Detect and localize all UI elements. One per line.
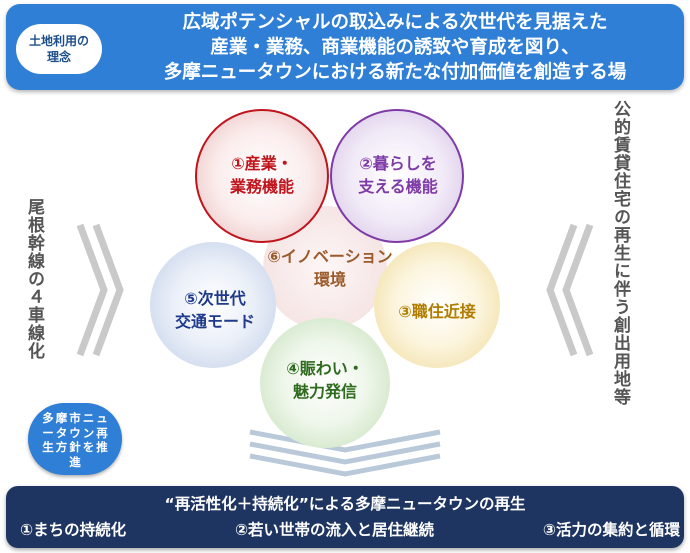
- circle-yellow: [374, 242, 500, 368]
- innovation-line-2: 環境: [313, 270, 346, 289]
- circle-label-innovation: ⑥イノベーション 環境: [245, 245, 415, 291]
- philosophy-banner: 土地利用の 理念 広域ポテンシャルの取込みによる次世代を見据えた 産業・業務、商…: [6, 4, 684, 90]
- regeneration-title: “再活性化＋持続化”による多摩ニュータウンの再生: [164, 495, 526, 513]
- innovation-line-1: ⑥イノベーション: [267, 247, 393, 266]
- circle-label-vitality: ④賑わい・ 魅力発信: [270, 357, 380, 403]
- circle-blue: [150, 242, 276, 368]
- philosophy-badge: 土地利用の 理念: [16, 24, 102, 74]
- statement-line-3: 多摩ニュータウンにおける新たな付加価値を創造する場: [163, 62, 627, 83]
- regeneration-item-1: ①まちの持続化: [20, 521, 127, 539]
- statement-line-1: 広域ポテンシャルの取込みによる次世代を見据えた: [182, 12, 608, 33]
- living-line-1: ②暮らしを: [359, 154, 437, 173]
- right-side-label: 公的賃貸住宅の再生に伴う創出用地等: [610, 100, 630, 406]
- living-line-2: 支える機能: [358, 177, 438, 196]
- regeneration-item-2: ②若い世帯の流入と居住継続: [234, 521, 435, 539]
- vitality-line-1: ④賑わい・: [286, 359, 364, 378]
- mobility-line-1: ⑤次世代: [184, 289, 246, 308]
- policy-bubble-text: 多摩市ニュータウン再生方針を推進: [42, 411, 110, 469]
- left-side-label: 尾根幹線の４車線化: [24, 198, 44, 360]
- circle-red: [195, 109, 329, 243]
- regeneration-item-3: ③活力の集約と循環: [542, 521, 680, 539]
- regeneration-items: ①まちの持続化 ②若い世帯の流入と居住継続 ③活力の集約と循環: [20, 518, 680, 540]
- circle-label-industry: ①産業・ 業務機能: [212, 152, 312, 198]
- left-chevrons: [76, 223, 124, 357]
- circle-center: [263, 206, 387, 330]
- statement-line-2: 産業・業務、商業機能の誘致や育成を図り、: [210, 37, 580, 58]
- philosophy-statement: 広域ポテンシャルの取込みによる次世代を見据えた 産業・業務、商業機能の誘致や育成…: [110, 10, 680, 85]
- circle-green: [260, 318, 390, 448]
- circle-label-work-residence: ③職住近接: [377, 300, 497, 323]
- regeneration-banner: “再活性化＋持続化”による多摩ニュータウンの再生 ①まちの持続化 ②若い世帯の流…: [6, 486, 684, 548]
- down-chevrons: [249, 429, 441, 477]
- right-chevrons: [546, 223, 594, 357]
- vitality-line-2: 魅力発信: [292, 382, 357, 401]
- industry-line-1: ①産業・: [231, 154, 293, 173]
- policy-bubble: 多摩市ニュータウン再生方針を推進: [28, 403, 122, 475]
- badge-line-1: 土地利用の: [28, 34, 89, 48]
- mobility-line-2: 交通モード: [174, 312, 255, 331]
- badge-line-2: 理念: [46, 50, 71, 64]
- circle-label-mobility: ⑤次世代 交通モード: [160, 287, 270, 333]
- work-residence-line-1: ③職住近接: [398, 302, 476, 321]
- circle-label-living: ②暮らしを 支える機能: [343, 152, 453, 198]
- circle-purple: [330, 109, 464, 243]
- industry-line-2: 業務機能: [229, 177, 294, 196]
